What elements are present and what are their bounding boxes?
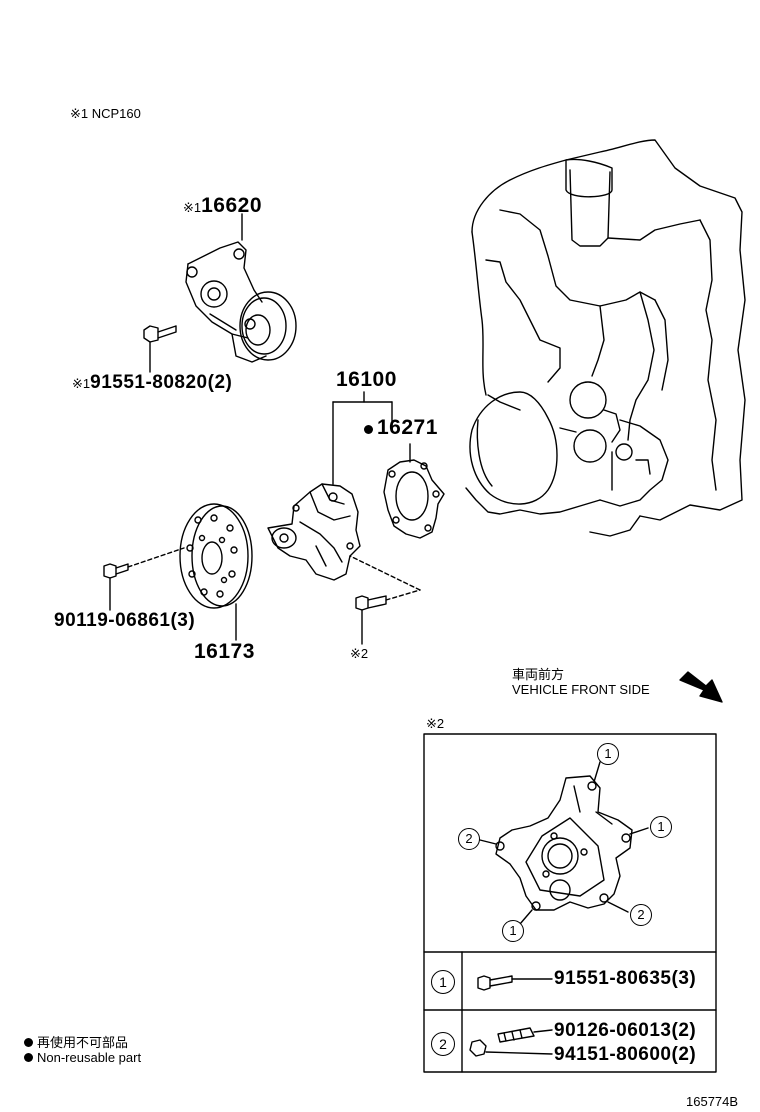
tensioner-bolt-mark: ※1 bbox=[72, 376, 91, 391]
pump-bolt-drawing bbox=[349, 555, 421, 645]
direction-label-jp: 車両前方 bbox=[512, 667, 565, 682]
inset-bolt-2a-drawing bbox=[497, 1027, 553, 1043]
inset-mark: ※2 bbox=[426, 716, 445, 731]
gasket-label[interactable]: 16271 bbox=[364, 416, 438, 440]
inset-row-1-part[interactable]: 91551-80635(3) bbox=[554, 968, 697, 989]
tensioner-drawing bbox=[185, 213, 297, 363]
pulley-bolt-drawing bbox=[103, 547, 185, 611]
note-ncp160: ※1 NCP160 bbox=[70, 106, 141, 121]
water-pump-number[interactable]: 16100 bbox=[336, 368, 397, 391]
legend-jp-text: 再使用不可部品 bbox=[37, 1035, 129, 1050]
gasket-number: 16271 bbox=[377, 416, 438, 439]
inset-row-2-index: 2 bbox=[431, 1032, 455, 1056]
inset-callout-1-bottom: 1 bbox=[502, 920, 524, 942]
legend-en-text: Non-reusable part bbox=[37, 1050, 142, 1065]
inset-row-2-part-b[interactable]: 94151-80600(2) bbox=[554, 1044, 697, 1065]
tensioner-bolt-number: 91551-80820(2) bbox=[90, 372, 233, 393]
engine-block-drawing bbox=[465, 139, 746, 537]
inset-callout-1-top: 1 bbox=[597, 743, 619, 765]
figure-id: 165774B bbox=[686, 1094, 739, 1109]
non-reusable-dot bbox=[364, 425, 373, 434]
gasket-drawing bbox=[383, 443, 445, 539]
water-pump-drawing bbox=[267, 391, 393, 581]
tensioner-number: 16620 bbox=[201, 194, 263, 217]
pulley-drawing bbox=[179, 503, 253, 641]
legend-dot-icon bbox=[24, 1053, 33, 1062]
inset-bolt-2b-drawing bbox=[469, 1039, 553, 1057]
legend-dot-icon bbox=[24, 1038, 33, 1047]
tensioner-bolt-label[interactable]: ※191551-80820(2) bbox=[72, 372, 232, 394]
inset-callout-1-right: 1 bbox=[650, 816, 672, 838]
pump-bolt-mark: ※2 bbox=[350, 646, 369, 661]
pulley-number[interactable]: 16173 bbox=[194, 640, 255, 663]
inset-box bbox=[423, 733, 717, 1073]
inset-row-1-index: 1 bbox=[431, 970, 455, 994]
inset-callout-2-bottom: 2 bbox=[630, 904, 652, 926]
front-direction-arrow bbox=[679, 671, 723, 703]
inset-bolt-1-drawing bbox=[477, 975, 553, 991]
tensioner-mark: ※1 bbox=[183, 200, 202, 215]
inset-pump-drawing bbox=[479, 761, 649, 925]
legend-en: Non-reusable part bbox=[24, 1050, 141, 1065]
inset-callout-2-left: 2 bbox=[458, 828, 480, 850]
tensioner-bolt-drawing bbox=[143, 325, 177, 373]
pulley-bolt-number[interactable]: 90119-06861(3) bbox=[54, 610, 196, 631]
legend-jp: 再使用不可部品 bbox=[24, 1032, 128, 1051]
tensioner-label[interactable]: ※116620 bbox=[183, 194, 262, 218]
direction-label-en: VEHICLE FRONT SIDE bbox=[512, 682, 650, 697]
inset-row-2-part-a[interactable]: 90126-06013(2) bbox=[554, 1020, 697, 1041]
